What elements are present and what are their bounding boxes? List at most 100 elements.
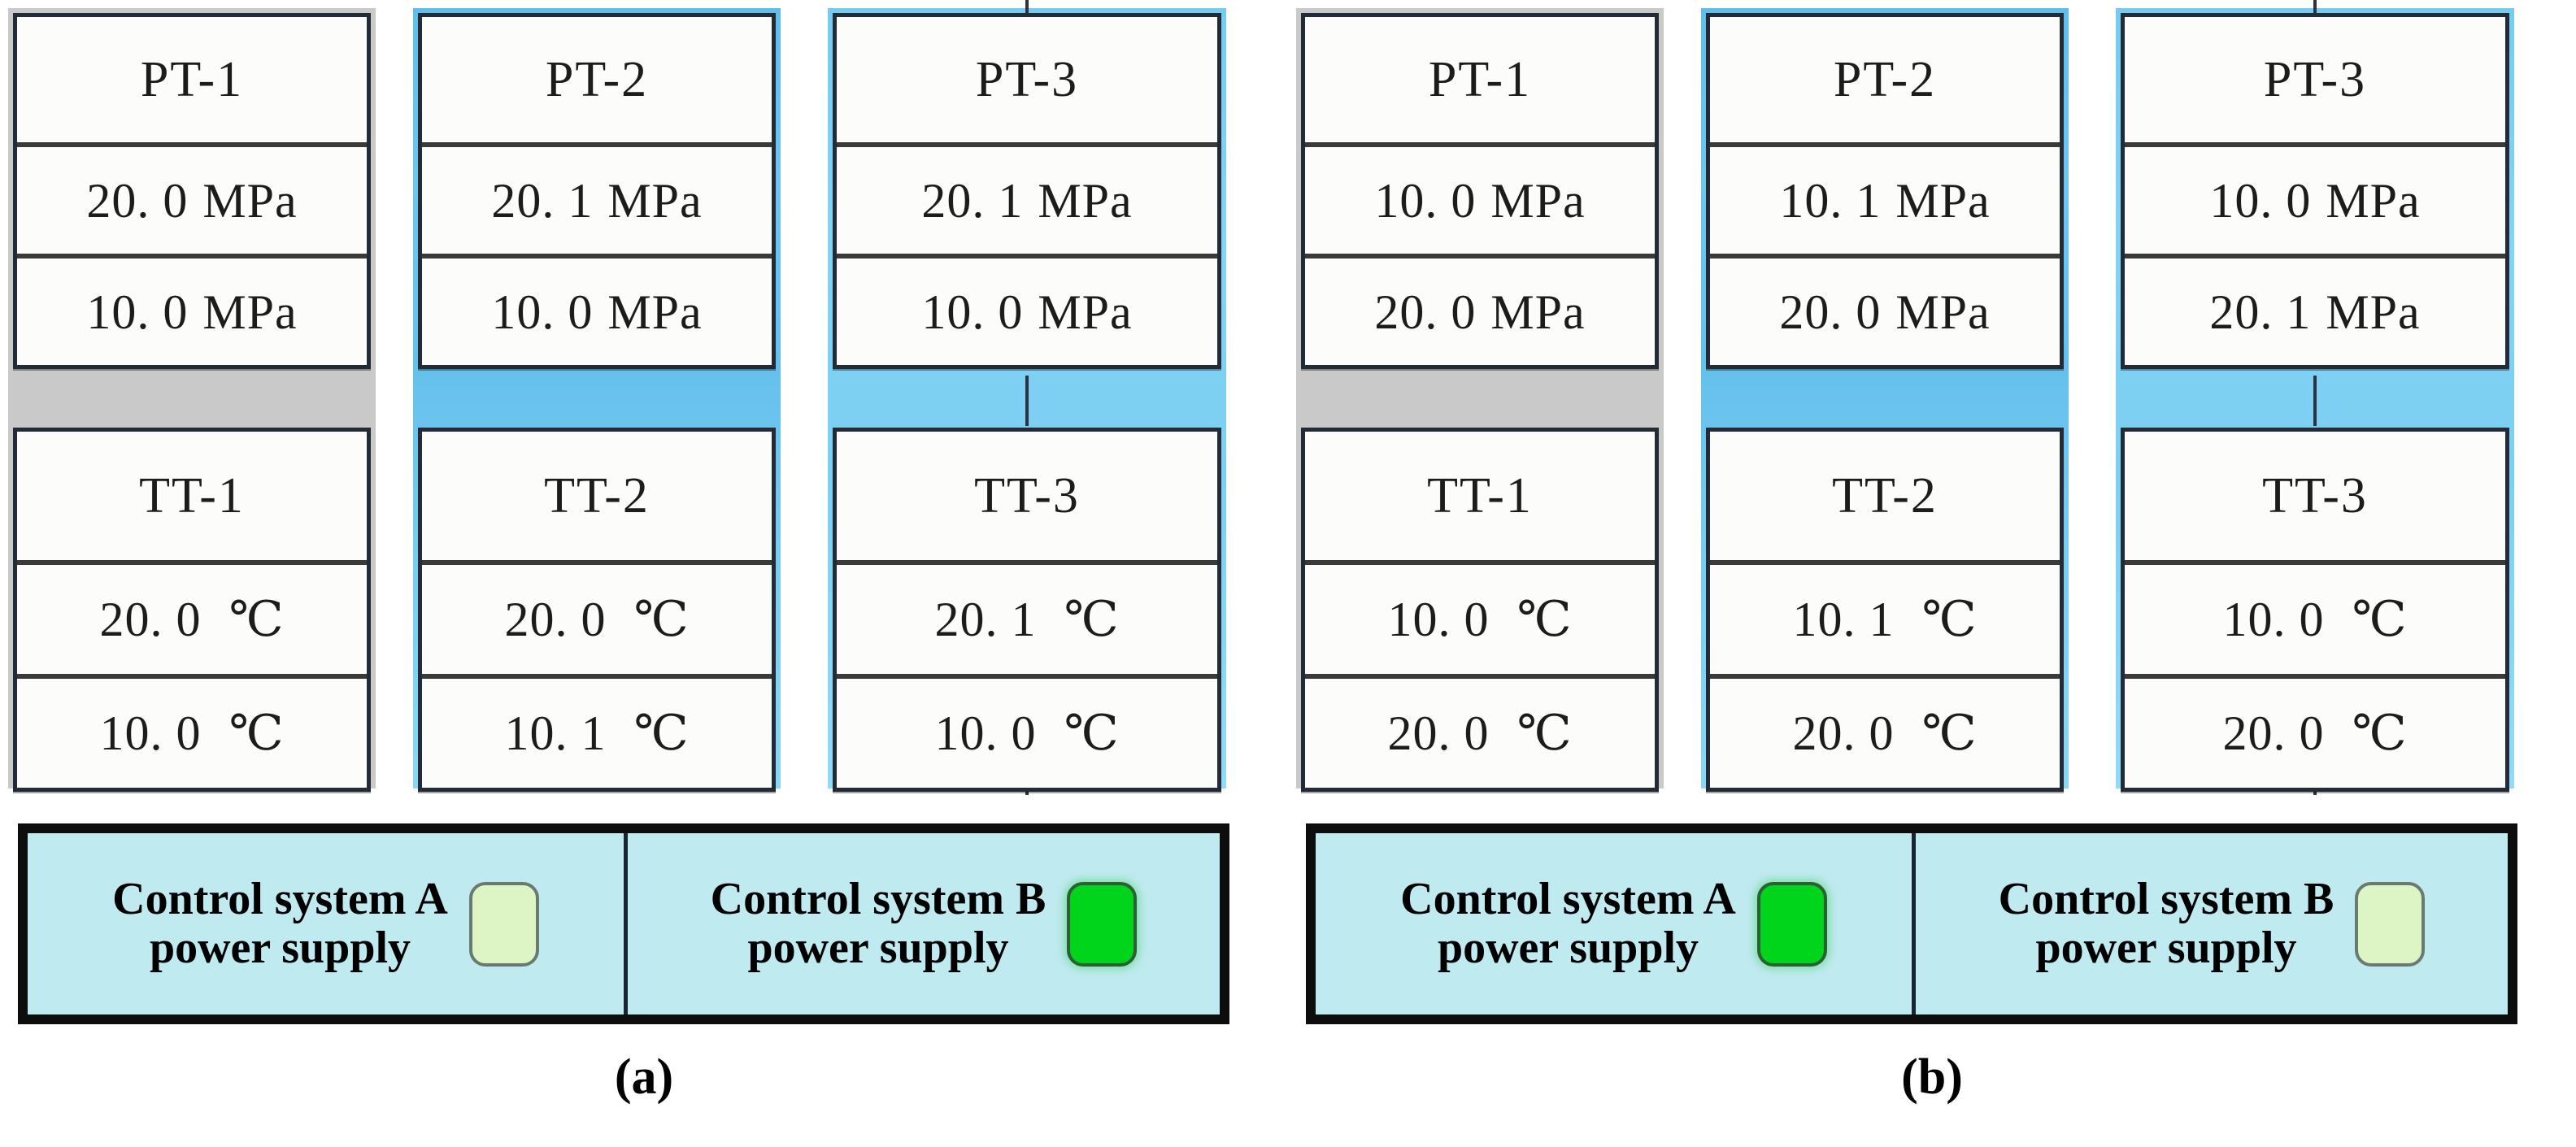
control-system-bar: Control system A power supply Control sys…	[1306, 823, 2517, 1024]
meter-reading-unit: MPa	[1895, 173, 1991, 228]
meter-reading-value: 20. 0	[1387, 706, 1490, 760]
meter-reading-value: 20. 1	[491, 173, 594, 228]
meter-title-cell: TT-2	[422, 432, 772, 560]
meter-reading-cell: 20. 0℃	[17, 559, 367, 674]
meter-title-text: TT-1	[139, 467, 245, 524]
meter-reading-unit: ℃	[1516, 706, 1573, 760]
meter-title-cell: PT-2	[1710, 17, 2060, 143]
meter-reading-value: 20. 0	[99, 592, 202, 646]
meter-reading-text: 20. 1 ℃	[934, 595, 1119, 644]
meter-reading-value: 20. 1	[921, 173, 1024, 228]
control-system-item[interactable]: Control system B power supply	[624, 833, 1220, 1014]
meter-reading-unit: MPa	[202, 173, 298, 228]
meter-reading-value: 10. 0	[491, 285, 594, 339]
power-status-lamp-icon[interactable]	[1756, 881, 1827, 967]
meter-reading-unit: MPa	[2326, 285, 2421, 339]
meter-reading-text: 20. 0 ℃	[1387, 709, 1572, 758]
meter-title-text: PT-2	[1833, 52, 1937, 108]
meter-reading-unit: ℃	[1921, 592, 1978, 646]
meter-reading-unit: MPa	[1038, 285, 1133, 339]
meter-title-cell: TT-1	[17, 432, 367, 560]
meter-reading-value: 20. 0	[1374, 285, 1477, 339]
meter-title-text: TT-2	[1832, 467, 1938, 524]
control-system-label: Control system B power supply	[1998, 874, 2334, 973]
power-status-lamp-icon[interactable]	[2355, 881, 2426, 967]
meter-reading-cell: 10. 0℃	[17, 673, 367, 789]
meter-reading-value: 10. 0	[1374, 173, 1477, 228]
meter-reading-value: 20. 0	[1792, 706, 1895, 760]
meter-title-cell: TT-3	[2125, 432, 2505, 560]
meter-reading-unit: ℃	[1921, 706, 1978, 760]
meter-reading-value: 10. 1	[1792, 592, 1895, 646]
meter-reading-text: 10. 0℃	[934, 709, 1119, 758]
meter-title-cell: PT-3	[2125, 17, 2505, 143]
meter-reading-cell: 10. 0℃	[2125, 559, 2505, 674]
meter-reading-value: 20. 0	[86, 173, 189, 228]
meter-reading-value: 20. 0	[2222, 706, 2325, 760]
meter-reading-value: 10. 0	[99, 706, 202, 760]
meter-title-cell: PT-1	[1305, 17, 1655, 143]
meter-reading-unit: MPa	[1895, 285, 1991, 339]
meter-reading-text: 10. 0℃	[1387, 595, 1572, 644]
meter-reading-unit: ℃	[2352, 592, 2408, 646]
connector-line	[1025, 0, 1029, 13]
control-system-item[interactable]: Control system A power supply	[1316, 833, 1912, 1014]
meter-title-text: PT-1	[1428, 52, 1532, 108]
temperature-meter-box: TT-2 20. 0℃ 10. 1℃	[418, 428, 776, 792]
meter-reading-text: 10. 1℃	[504, 709, 689, 758]
meter-reading-text: 10. 1 ℃	[1792, 595, 1977, 644]
control-system-item[interactable]: Control system A power supply	[28, 833, 624, 1014]
meter-reading-unit: ℃	[1064, 706, 1120, 760]
meter-title-cell: PT-2	[422, 17, 772, 143]
meter-title-cell: TT-1	[1305, 432, 1655, 560]
power-status-lamp-icon[interactable]	[468, 881, 539, 967]
connector-line	[2313, 376, 2317, 426]
meter-reading-unit: ℃	[1064, 592, 1120, 646]
meter-reading-cell: 20. 1 ℃	[837, 559, 1217, 674]
meter-reading-cell: 20. 0 ℃	[1710, 673, 2060, 789]
meter-reading-cell: 10. 0℃	[1305, 559, 1655, 674]
meter-reading-unit: ℃	[1516, 592, 1573, 646]
control-system-item[interactable]: Control system B power supply	[1912, 833, 2508, 1014]
meter-reading-text: 20. 0℃	[2222, 709, 2407, 758]
meter-title-text: TT-1	[1427, 467, 1533, 524]
meter-reading-unit: MPa	[607, 173, 703, 228]
meter-reading-text: 20. 0℃	[504, 595, 689, 644]
meter-reading-value: 20. 0	[504, 592, 607, 646]
connector-line	[1025, 376, 1029, 426]
meter-reading-cell: 20. 0 ℃	[1305, 673, 1655, 789]
power-status-lamp-icon[interactable]	[1067, 881, 1138, 967]
temperature-meter-box: TT-2 10. 1 ℃ 20. 0 ℃	[1706, 428, 2064, 792]
meter-reading-unit: MPa	[202, 285, 298, 339]
meter-title-text: TT-3	[2262, 467, 2368, 524]
meter-reading-value: 20. 1	[934, 592, 1037, 646]
meter-reading-unit: MPa	[1490, 173, 1586, 228]
